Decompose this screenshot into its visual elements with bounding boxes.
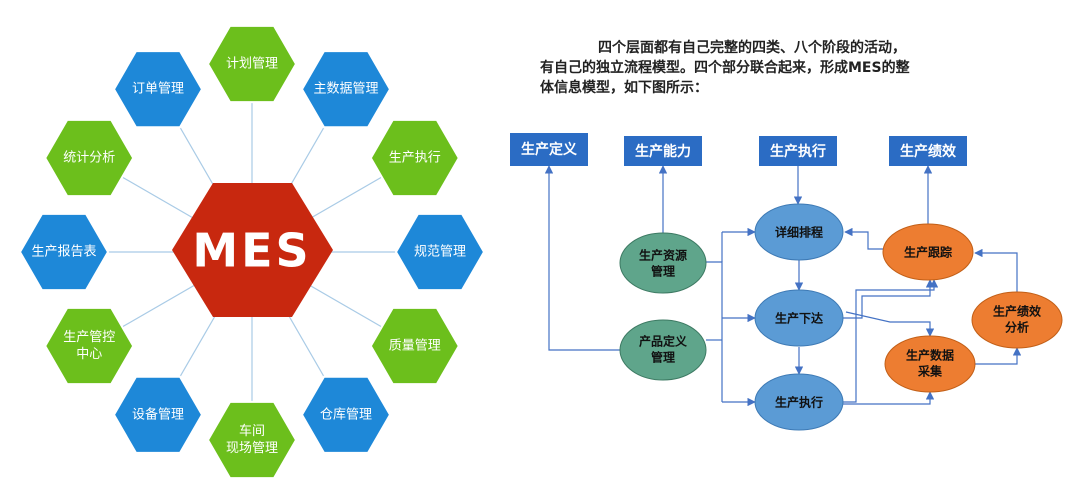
connector-bus xyxy=(706,261,723,402)
node-resource-management xyxy=(619,232,707,294)
node-dispatch-label: 生产下达 xyxy=(775,311,823,326)
module-7-hexagon xyxy=(112,375,204,454)
node-product-definition-line2: 管理 xyxy=(651,350,675,365)
connector-execute-to-tracking xyxy=(843,279,939,403)
level-boxes: 生产定义 生产能力 生产执行 生产绩效 xyxy=(510,133,967,166)
connector-performance-to-tracking xyxy=(974,248,1018,294)
mes-flow-diagram: 生产定义 生产能力 生产执行 生产绩效 生产资源 管理 产品定义 管理 详细排程… xyxy=(510,133,1063,431)
description-text: 四个层面都有自己完整的四类、八个阶段的活动， 有自己的独立流程模型。四个部分联合… xyxy=(540,38,1010,98)
module-5: 仓库管理 xyxy=(300,375,392,454)
box-production-definition-label: 生产定义 xyxy=(521,141,577,158)
module-0-hexagon xyxy=(206,24,298,104)
flow-connectors xyxy=(544,165,1022,407)
module-3: 规范管理 xyxy=(394,212,486,292)
node-tracking-label: 生产跟踪 xyxy=(904,245,952,260)
connector-tracking-to-schedule xyxy=(844,227,885,250)
module-4: 质量管理 xyxy=(369,306,460,386)
connector-datacollect-to-performance xyxy=(975,347,1022,365)
module-0-label: 计划管理 xyxy=(226,57,278,72)
module-11-hexagon xyxy=(112,50,204,129)
description-line-2: 有自己的独立流程模型。四个部分联合起来，形成MES的整 xyxy=(540,60,910,76)
box-production-definition xyxy=(510,133,588,166)
module-10-label: 统计分析 xyxy=(63,151,115,166)
connector-execute-to-datacollect xyxy=(843,391,935,405)
module-3-hexagon xyxy=(394,212,486,292)
box-production-capability-label: 生产能力 xyxy=(635,143,691,160)
node-performance-analysis xyxy=(971,291,1063,349)
node-tracking xyxy=(882,223,974,281)
module-5-label: 仓库管理 xyxy=(320,406,372,422)
node-dispatch xyxy=(754,289,844,347)
node-execution-label: 生产执行 xyxy=(775,395,823,410)
flow-nodes: 生产资源 管理 产品定义 管理 详细排程 生产下达 生产执行 生产跟踪 生产数据… xyxy=(619,203,1063,431)
module-6-hexagon xyxy=(206,400,298,480)
description-line-3: 体信息模型，如下图所示： xyxy=(540,80,708,96)
node-detailed-scheduling-label: 详细排程 xyxy=(775,225,823,240)
module-9: 生产报告表 xyxy=(18,212,110,292)
node-performance-analysis-line1: 生产绩效 xyxy=(993,304,1042,319)
node-performance-analysis-line2: 分析 xyxy=(1005,320,1029,335)
connector-dispatch-to-datacollect xyxy=(845,311,935,337)
node-product-definition xyxy=(619,319,707,381)
node-resource-management-line1: 生产资源 xyxy=(639,248,687,263)
module-11-label: 订单管理 xyxy=(132,82,184,97)
box-production-performance-label: 生产绩效 xyxy=(900,143,957,160)
module-2-hexagon xyxy=(369,118,460,198)
module-9-label: 生产报告表 xyxy=(31,245,96,260)
description-line-1: 四个层面都有自己完整的四类、八个阶段的活动， xyxy=(598,40,906,56)
module-4-hexagon xyxy=(369,306,460,386)
node-execution xyxy=(754,373,844,431)
module-2-label: 生产执行 xyxy=(389,151,441,166)
module-8-label: 中心 xyxy=(76,347,102,362)
mes-hexagon-diagram: 计划管理主数据管理生产执行规范管理质量管理仓库管理车间现场管理设备管理生产管控中… xyxy=(18,24,486,480)
module-5-hexagon xyxy=(300,375,392,454)
mes-center-hexagon xyxy=(172,183,333,317)
module-10: 统计分析 xyxy=(44,118,135,198)
connector-productdef-to-definition xyxy=(544,165,620,351)
module-0: 计划管理 xyxy=(206,24,298,104)
module-6-label: 车间 xyxy=(239,423,265,439)
module-6-label: 现场管理 xyxy=(226,441,278,456)
module-11: 订单管理 xyxy=(112,50,204,129)
box-production-performance xyxy=(889,136,967,166)
node-resource-management-line2: 管理 xyxy=(651,264,675,279)
module-1: 主数据管理 xyxy=(300,50,392,129)
node-data-collection-line1: 生产数据 xyxy=(906,348,954,363)
module-8-label: 生产管控 xyxy=(63,330,115,345)
node-data-collection-line2: 采集 xyxy=(917,364,943,379)
box-production-execution xyxy=(759,136,837,166)
box-production-execution-label: 生产执行 xyxy=(770,143,826,160)
box-production-capability xyxy=(624,136,702,166)
module-3-label: 规范管理 xyxy=(414,245,466,260)
node-data-collection xyxy=(884,335,976,393)
module-4-label: 质量管理 xyxy=(389,339,441,354)
module-hexagons: 计划管理主数据管理生产执行规范管理质量管理仓库管理车间现场管理设备管理生产管控中… xyxy=(18,24,486,480)
module-2: 生产执行 xyxy=(369,118,460,198)
module-1-label: 主数据管理 xyxy=(313,82,378,97)
module-9-hexagon xyxy=(18,212,110,292)
module-7: 设备管理 xyxy=(112,375,204,454)
module-1-hexagon xyxy=(300,50,392,129)
module-10-hexagon xyxy=(44,118,135,198)
mes-center-label: MES xyxy=(192,224,311,278)
node-product-definition-line1: 产品定义 xyxy=(639,334,688,349)
mes-center: MES xyxy=(172,183,333,317)
module-8-hexagon xyxy=(44,306,135,386)
module-7-label: 设备管理 xyxy=(132,406,184,422)
node-detailed-scheduling xyxy=(754,203,844,261)
